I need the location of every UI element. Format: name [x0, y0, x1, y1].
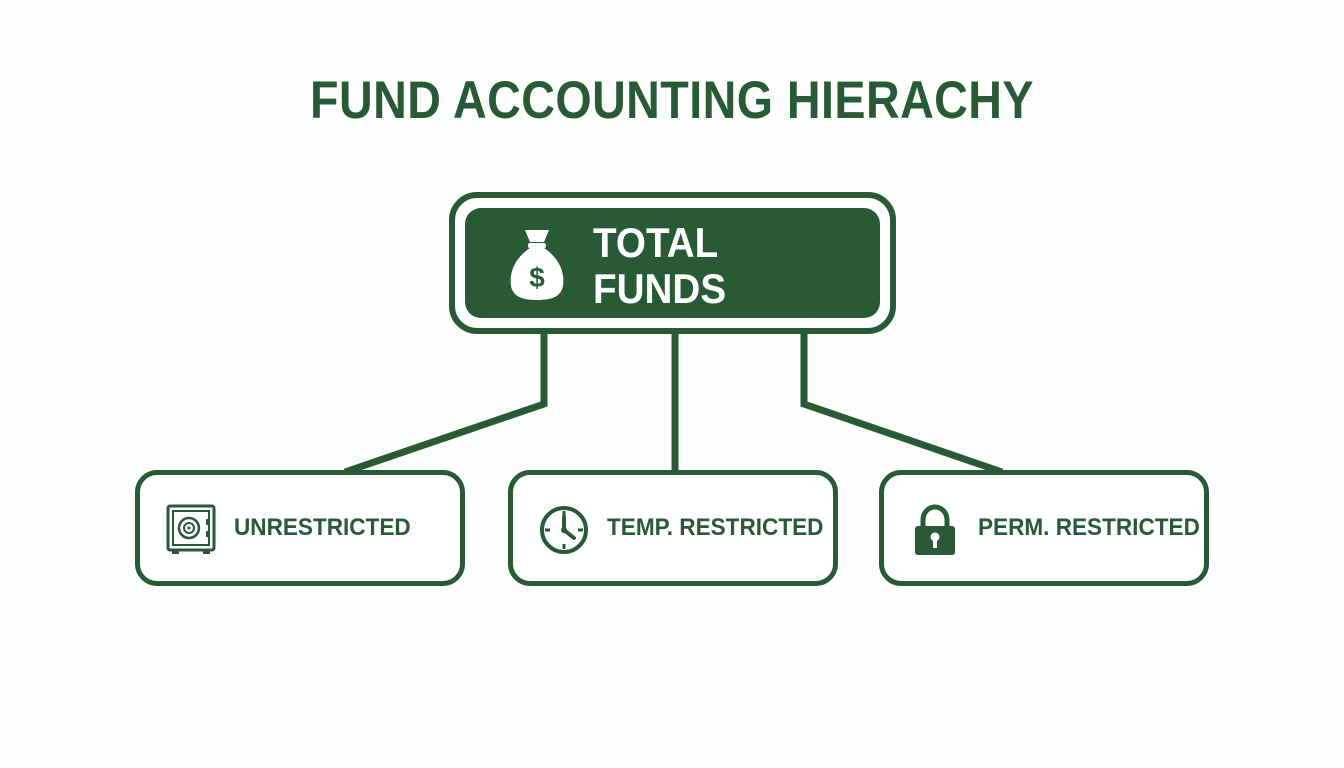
- child-node-unrestricted: UNRESTRICTED: [135, 470, 465, 586]
- diagram-title: FUND ACCOUNTING HIERACHY: [310, 71, 1034, 130]
- clock-icon: [540, 506, 588, 554]
- safe-icon: [166, 504, 216, 554]
- root-node-total-funds: $ TOTAL FUNDS: [449, 192, 896, 334]
- money-bag-icon: $: [510, 230, 564, 300]
- root-node-fill: $ TOTAL FUNDS: [465, 208, 880, 318]
- child-label-unrestricted: UNRESTRICTED: [234, 514, 411, 541]
- svg-text:$: $: [529, 262, 545, 293]
- child-label-temp-restricted: TEMP. RESTRICTED: [607, 514, 824, 541]
- connector-right: [800, 334, 1004, 476]
- child-node-temp-restricted: TEMP. RESTRICTED: [508, 470, 838, 586]
- lock-icon: [915, 504, 955, 555]
- root-label: TOTAL FUNDS: [593, 219, 727, 312]
- connector-left: [343, 334, 548, 476]
- child-node-perm-restricted: PERM. RESTRICTED: [879, 470, 1209, 586]
- child-label-perm-restricted: PERM. RESTRICTED: [978, 514, 1200, 541]
